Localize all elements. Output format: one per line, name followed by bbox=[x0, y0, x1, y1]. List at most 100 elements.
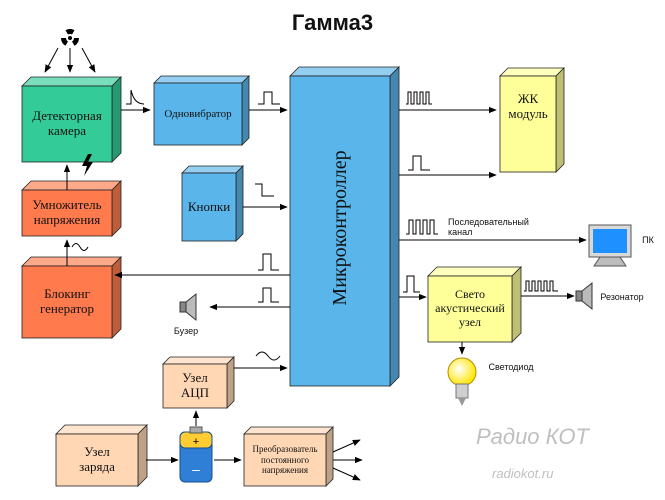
detector-chamber-block-top bbox=[21, 76, 122, 87]
battery-icon: +– bbox=[179, 426, 213, 483]
charge-unit-block-side bbox=[137, 424, 148, 487]
adc-unit-block-front bbox=[162, 363, 228, 409]
charge-unit-block-front bbox=[55, 433, 139, 487]
pulse-buzzer-icon bbox=[258, 287, 279, 303]
pc-label: ПК bbox=[642, 234, 654, 245]
watermark-title: Радио КОТ bbox=[476, 424, 589, 449]
one-shot-block-top bbox=[153, 75, 250, 84]
charge-unit-block-top bbox=[55, 424, 148, 435]
serial-channel-label: Последовательный канал bbox=[448, 216, 529, 237]
lcd-module-block bbox=[499, 67, 565, 173]
adc-unit-block-side bbox=[226, 356, 235, 409]
blocking-generator-block bbox=[21, 256, 122, 339]
pulse-decay-icon bbox=[126, 89, 145, 105]
blocking-generator-block-front bbox=[21, 265, 113, 339]
one-shot-block-front bbox=[153, 82, 243, 146]
resonator-icon-body bbox=[575, 290, 583, 302]
dc-converter-block-side bbox=[325, 426, 334, 487]
resonator-icon-cone bbox=[581, 281, 593, 311]
step-signal-icon bbox=[255, 183, 274, 197]
resonator-icon bbox=[575, 281, 593, 311]
arrow-dcdc-out-3 bbox=[332, 467, 361, 481]
resonator-label: Резонатор bbox=[600, 291, 644, 302]
charge-unit-label: Узел заряда bbox=[79, 444, 115, 474]
pulse-train-resonator-icon bbox=[524, 280, 558, 292]
microcontroller-block bbox=[289, 66, 400, 387]
arrow-dcdc-out-1 bbox=[332, 439, 361, 453]
buzzer-icon bbox=[179, 292, 197, 322]
watermark-url: radiokot.ru bbox=[492, 466, 554, 481]
buttons-block bbox=[181, 165, 244, 242]
radiation-icon-blade bbox=[65, 28, 75, 35]
pc-monitor-stand bbox=[593, 256, 627, 267]
blocking-generator-label: Блокинг генератор bbox=[39, 286, 95, 316]
light-sound-unit-label: Свето акустический узел bbox=[435, 287, 505, 329]
sine-multiplier-icon bbox=[71, 243, 89, 251]
buttons-block-side bbox=[235, 165, 244, 242]
radiation-icon bbox=[61, 28, 79, 46]
spark-icon bbox=[82, 154, 93, 176]
lcd-module-block-side bbox=[555, 67, 565, 173]
pc-monitor-screen bbox=[593, 229, 627, 253]
led-bulb-icon bbox=[447, 357, 477, 406]
lcd-module-block-front bbox=[499, 75, 557, 173]
lcd-module-label: ЖК модуль bbox=[508, 91, 548, 121]
radiation-icon-blade bbox=[61, 38, 68, 46]
battery-plus-sign: + bbox=[193, 436, 199, 448]
buzzer-icon-cone bbox=[185, 292, 197, 322]
buzzer-label: Бузер bbox=[173, 325, 199, 336]
voltage-multiplier-block-top bbox=[21, 180, 122, 191]
dc-converter-label: Преобразователь постоянного напряжения bbox=[252, 444, 318, 476]
buzzer-icon-body bbox=[179, 301, 187, 313]
blocking-generator-block-side bbox=[111, 256, 122, 339]
detector-chamber-block-front bbox=[21, 85, 113, 163]
led-bulb-base bbox=[455, 383, 469, 399]
pulse-lightsound-icon bbox=[403, 275, 420, 293]
led-label: Светодиод bbox=[488, 361, 534, 372]
pc-monitor-icon bbox=[588, 224, 632, 267]
battery-minus-sign: – bbox=[192, 461, 200, 477]
radiation-icon-blade bbox=[72, 38, 79, 46]
charge-unit-block bbox=[55, 424, 148, 487]
arrow-radiation-3 bbox=[81, 47, 96, 73]
dc-converter-block-front bbox=[243, 433, 327, 487]
detector-chamber-block-side bbox=[111, 76, 122, 163]
arrow-radiation-1 bbox=[44, 47, 59, 73]
battery-terminal bbox=[189, 426, 203, 434]
adc-unit-block-top bbox=[162, 356, 235, 365]
microcontroller-block-top bbox=[289, 66, 400, 77]
blocking-generator-block-top bbox=[21, 256, 122, 267]
buttons-block-front bbox=[181, 172, 237, 242]
one-shot-block bbox=[153, 75, 250, 146]
voltage-multiplier-block-side bbox=[111, 180, 122, 237]
microcontroller-label: Микроконтроллер bbox=[328, 150, 351, 306]
pulse-train-lcd-icon bbox=[406, 91, 432, 105]
adc-unit-block bbox=[162, 356, 235, 409]
dc-converter-block bbox=[243, 426, 334, 487]
light-sound-unit-block-top bbox=[427, 266, 522, 277]
led-bulb-tip bbox=[458, 398, 466, 406]
light-sound-unit-block bbox=[427, 266, 522, 343]
dc-converter-block-top bbox=[243, 426, 334, 435]
buttons-block-top bbox=[181, 165, 244, 174]
radiation-icon-center bbox=[68, 36, 72, 40]
light-sound-unit-block-side bbox=[511, 266, 522, 343]
light-sound-unit-block-front bbox=[427, 275, 513, 343]
microcontroller-block-front bbox=[289, 75, 391, 387]
one-shot-block-side bbox=[241, 75, 250, 146]
one-shot-label: Одновибратор bbox=[164, 107, 232, 120]
buttons-label: Кнопки bbox=[187, 198, 231, 214]
lcd-module-block-top bbox=[499, 67, 565, 77]
voltage-multiplier-block bbox=[21, 180, 122, 237]
pulse-train-serial-icon bbox=[406, 219, 438, 235]
pulse-lcd-icon bbox=[408, 155, 430, 171]
adc-unit-label: Узел АЦП bbox=[180, 370, 210, 400]
sine-adc-icon bbox=[255, 351, 281, 361]
pulse-square-icon bbox=[258, 91, 280, 105]
pulse-blocking-icon bbox=[258, 253, 279, 271]
detector-chamber-block bbox=[21, 76, 122, 163]
diagram-title: Гамма3 bbox=[291, 10, 374, 35]
led-bulb-glass bbox=[447, 357, 477, 387]
